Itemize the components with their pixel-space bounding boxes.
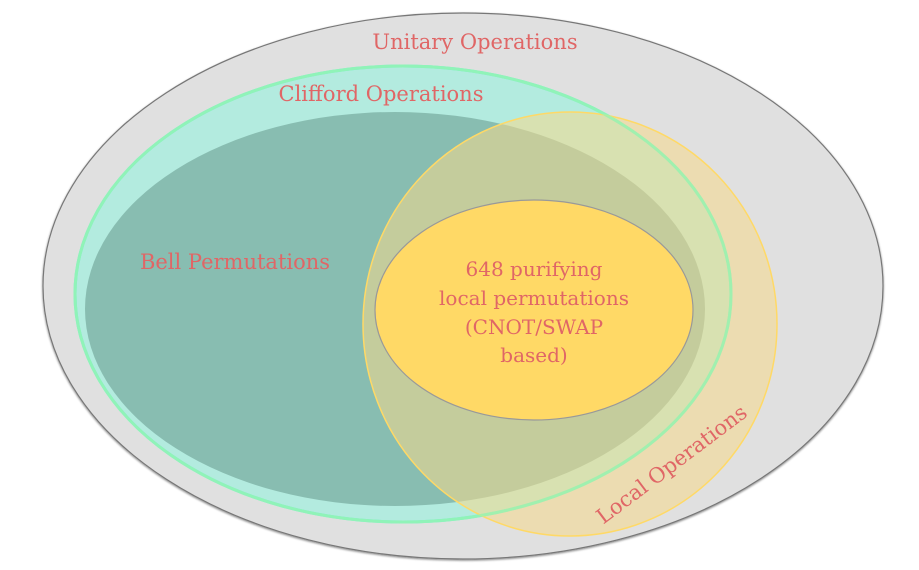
purifying-permutations-set bbox=[374, 199, 694, 421]
clifford-boundary bbox=[73, 64, 733, 524]
purifying-label-line-3: (CNOT/SWAP bbox=[465, 315, 603, 339]
purifying-label-line-4: based) bbox=[500, 343, 567, 367]
bell-permutations-label: Bell Permutations bbox=[140, 250, 330, 274]
purifying-label-line-2: local permutations bbox=[439, 286, 629, 310]
unitary-operations-label: Unitary Operations bbox=[372, 30, 577, 54]
purifying-permutations-label: 648 purifying local permutations (CNOT/S… bbox=[439, 257, 629, 367]
clifford-operations-label: Clifford Operations bbox=[279, 82, 484, 106]
purifying-label-line-1: 648 purifying bbox=[466, 257, 603, 281]
